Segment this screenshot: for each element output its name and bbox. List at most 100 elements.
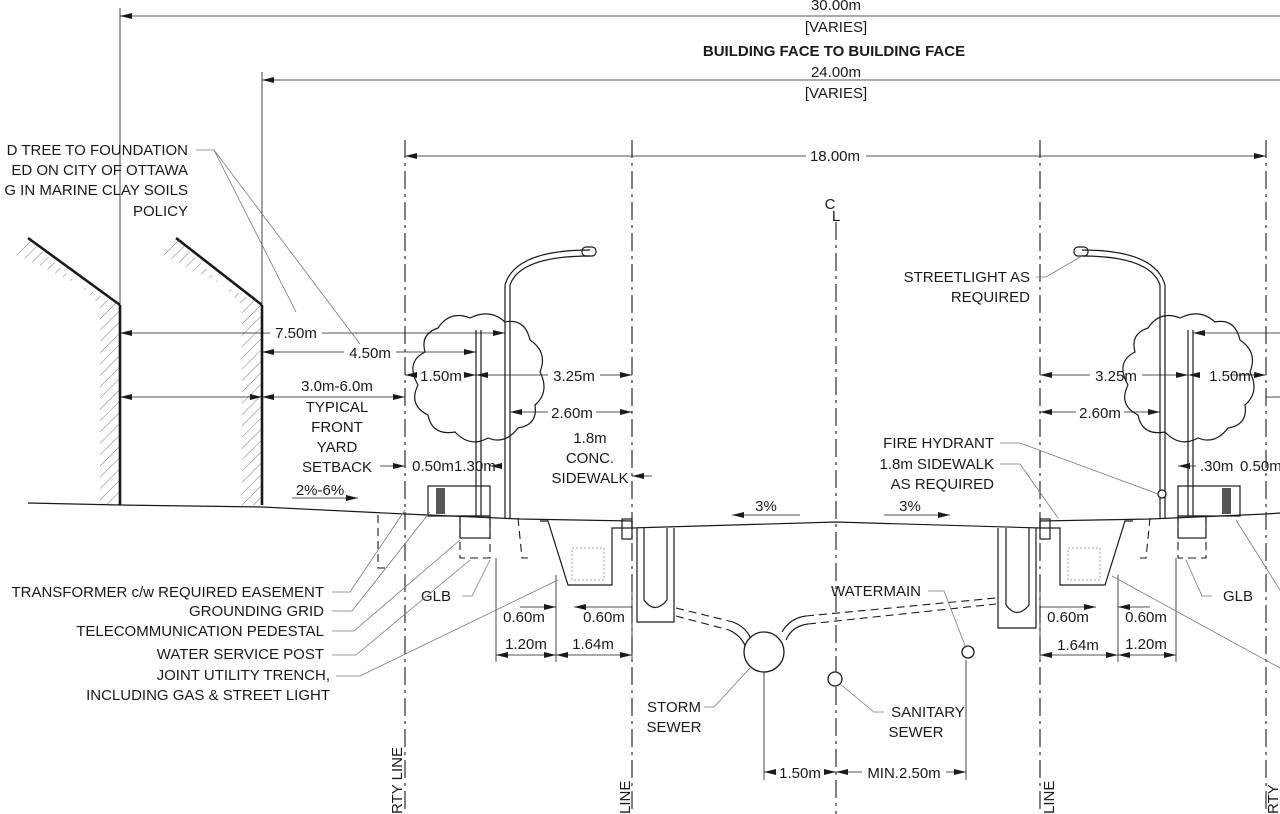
left-boulevard xyxy=(377,485,605,581)
sanitary-line-2: SEWER xyxy=(888,724,943,741)
water-service-label: WATER SERVICE POST xyxy=(157,646,324,663)
joint-trench-line-2: INCLUDING GAS & STREET LIGHT xyxy=(86,687,330,704)
storm-offset: 1.50m xyxy=(779,765,821,782)
ground-profile xyxy=(27,502,1280,586)
sidewalk-note: 1.8m CONC. SIDEWALK xyxy=(552,430,629,487)
setback-line-3: FRONT xyxy=(311,419,363,436)
fire-hydrant-label: FIRE HYDRANT xyxy=(883,435,994,452)
sidewalk-line-1: 1.8m xyxy=(573,430,606,447)
dim-right-0-60-b: 0.60m xyxy=(1125,609,1167,626)
setback-line-2: TYPICAL xyxy=(306,399,369,416)
storm-sewer-note: STORM SEWER xyxy=(646,667,751,736)
telecom-label: TELECOMMUNICATION PEDESTAL xyxy=(76,623,324,640)
curb-line-label-left: LINE xyxy=(617,781,634,814)
dimension-row-width: 18.00m xyxy=(405,148,1266,165)
curb-line-label-right: LINE xyxy=(1041,781,1058,814)
streetlight-note: STREETLIGHT AS REQUIRED xyxy=(904,255,1083,306)
dim-7-50: 7.50m xyxy=(275,325,317,342)
dim-right-1-20: 1.20m xyxy=(1125,636,1167,653)
overall-varies: [VARIES] xyxy=(805,19,867,36)
dim-4-50: 4.50m xyxy=(349,345,391,362)
joint-trench-line-1: JOINT UTILITY TRENCH, xyxy=(157,667,330,684)
storm-sewer-pipe xyxy=(743,631,785,673)
centerline-l: L xyxy=(832,208,840,225)
tree-note-line-3: G IN MARINE CLAY SOILS xyxy=(4,182,188,199)
sanitary-line-1: SANITARY xyxy=(891,704,965,721)
dim-right-0-60-a: 0.60m xyxy=(1047,609,1089,626)
sidewalk-required-line-2: AS REQUIRED xyxy=(891,476,995,493)
dim-0-60-a: 0.60m xyxy=(503,609,545,626)
storm-sewer-pipes xyxy=(675,597,997,649)
dim-2-60: 2.60m xyxy=(551,405,593,422)
tree-note-line-4: POLICY xyxy=(133,203,188,220)
property-line-label-left: RTY LINE xyxy=(389,747,406,814)
watermain-pipe xyxy=(961,645,975,659)
dim-1-20: 1.20m xyxy=(505,636,547,653)
streetlight-line-2: REQUIRED xyxy=(951,289,1030,306)
setback-line-4: YARD xyxy=(317,439,358,456)
dim-right-1-64: 1.64m xyxy=(1057,637,1099,654)
streetlight-line-1: STREETLIGHT AS xyxy=(904,269,1030,286)
sanitary-offset: MIN.2.50m xyxy=(867,765,940,782)
dim-0-60-b: 0.60m xyxy=(583,609,625,626)
building-left-outer xyxy=(12,236,122,505)
sanitary-sewer-pipe xyxy=(827,671,843,687)
building-left-inner xyxy=(158,236,264,505)
streetlight-right xyxy=(1073,246,1166,518)
setback-note: 3.0m-6.0m TYPICAL FRONT YARD SETBACK 2%-… xyxy=(296,378,373,499)
dimension-building-face: BUILDING FACE TO BUILDING FACE 24.00m [V… xyxy=(261,43,1280,505)
watermain-note: WATERMAIN xyxy=(831,583,967,649)
tree-right xyxy=(1122,313,1255,516)
grounding-label: GROUNDING GRID xyxy=(189,603,324,620)
watermain-label: WATERMAIN xyxy=(831,583,921,600)
dimension-overall: 30.00m [VARIES] xyxy=(119,0,1280,505)
dimension-sewer-offsets: 1.50m MIN.2.50m xyxy=(763,660,967,782)
dim-0-50: 0.50m xyxy=(412,458,454,475)
reference-lines xyxy=(404,140,1267,814)
dim-right-2-60: 2.60m xyxy=(1079,405,1121,422)
tree-left xyxy=(412,313,545,516)
setback-slope: 2%-6% xyxy=(296,482,344,499)
glb-label-right: GLB xyxy=(1223,588,1253,605)
tree-foundation-note: D TREE TO FOUNDATION ED ON CITY OF OTTAW… xyxy=(4,142,361,345)
fire-hydrant-note: FIRE HYDRANT 1.8m SIDEWALK AS REQUIRED xyxy=(880,435,1159,519)
fire-hydrant-icon xyxy=(1157,489,1167,499)
storm-line-2: SEWER xyxy=(646,719,701,736)
building-face-width: 24.00m xyxy=(811,64,861,81)
dim-3-25: 3.25m xyxy=(553,368,595,385)
dim-1-64: 1.64m xyxy=(572,636,614,653)
setback-line-5: SETBACK xyxy=(302,459,372,476)
tree-note-line-1: D TREE TO FOUNDATION xyxy=(7,142,188,159)
sidewalk-required-line-1: 1.8m SIDEWALK xyxy=(880,456,994,473)
glb-label-left: GLB xyxy=(421,588,451,605)
utility-labels: TRANSFORMER c/w REQUIRED EASEMENT GROUND… xyxy=(11,509,559,704)
dim-right-1-30: .30m xyxy=(1200,458,1233,475)
transformer-label: TRANSFORMER c/w REQUIRED EASEMENT xyxy=(11,584,324,601)
road-slope-left: 3% xyxy=(755,498,777,515)
dim-1-30: 1.30m xyxy=(454,458,496,475)
dim-1-50: 1.50m xyxy=(420,368,462,385)
catch-basin-right xyxy=(997,528,1037,629)
row-width: 18.00m xyxy=(810,148,860,165)
tree-note-line-2: ED ON CITY OF OTTAWA xyxy=(11,162,188,179)
road-slope-right: 3% xyxy=(899,498,921,515)
sidewalk-line-3: SIDEWALK xyxy=(552,470,629,487)
right-boulevard xyxy=(1067,485,1241,581)
dimension-left-boulevard: 7.50m 4.50m 1.50m 3.25m 2.60m 0.50m xyxy=(120,325,652,662)
dimension-right-boulevard: 3.25m 1.50m 2.60m .30m 0.50m 0.60m 0.60m… xyxy=(1039,330,1280,662)
sanitary-sewer-note: SANITARY SEWER xyxy=(839,683,965,741)
property-line-label-right: RTY xyxy=(1265,784,1280,814)
centerline-c: C xyxy=(825,196,836,213)
building-face-varies: [VARIES] xyxy=(805,85,867,102)
overall-width: 30.00m xyxy=(811,0,861,14)
streetlight-left xyxy=(504,246,597,518)
setback-line-1: 3.0m-6.0m xyxy=(301,378,373,395)
building-face-title: BUILDING FACE TO BUILDING FACE xyxy=(703,43,965,60)
dim-right-3-25: 3.25m xyxy=(1095,368,1137,385)
dim-right-0-50: 0.50m xyxy=(1240,458,1280,475)
sidewalk-line-2: CONC. xyxy=(566,450,614,467)
storm-line-1: STORM xyxy=(647,699,701,716)
dim-right-1-50: 1.50m xyxy=(1209,368,1251,385)
catch-basin-left xyxy=(636,528,675,623)
